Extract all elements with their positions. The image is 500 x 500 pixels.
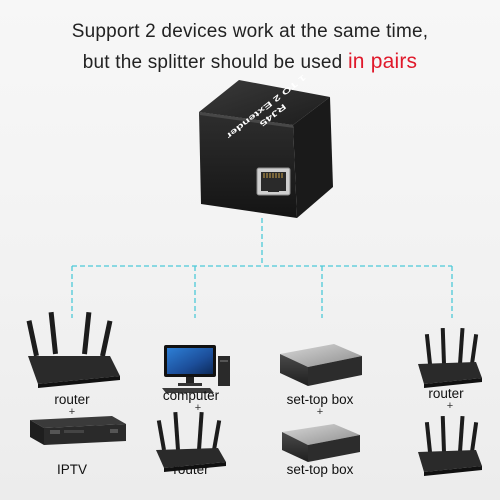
- plus-sign: +: [68, 406, 76, 418]
- device-label-router: router: [54, 392, 90, 407]
- splitter-side-face: [293, 97, 333, 218]
- set-top-box-icon: [280, 344, 362, 386]
- device-label-router: router: [173, 462, 209, 477]
- computer-icon: [162, 345, 230, 393]
- headline-line2-text: but the splitter should be used: [82, 52, 348, 73]
- device-label-iptv: IPTV: [56, 462, 88, 477]
- set-top-box-icon: [282, 424, 360, 462]
- headline-line1: Support 2 devices work at the same time,: [71, 21, 429, 42]
- rj45-port: [256, 167, 291, 196]
- splitter-front-face: [199, 112, 297, 218]
- device-label-router: router: [428, 386, 464, 401]
- plus-sign: +: [194, 402, 202, 414]
- splitter-device: [199, 80, 333, 218]
- plus-sign: +: [316, 406, 324, 418]
- splitter-top-face: [199, 80, 330, 125]
- router-icon: [418, 327, 482, 388]
- headline-highlight: in pairs: [347, 50, 418, 73]
- device-label-set-top-box: set-top box: [286, 392, 354, 407]
- router-icon: [156, 411, 226, 472]
- router-icon: [418, 415, 482, 476]
- router-icon: [26, 311, 120, 388]
- iptv-device-icon: [30, 416, 126, 445]
- connector-lines: [71, 218, 453, 318]
- device-label-set-top-box: set-top box: [286, 462, 354, 477]
- device-label-computer: computer: [162, 388, 220, 403]
- plus-sign: +: [446, 400, 454, 412]
- headline-line2: but the splitter should be used in pairs: [0, 50, 500, 74]
